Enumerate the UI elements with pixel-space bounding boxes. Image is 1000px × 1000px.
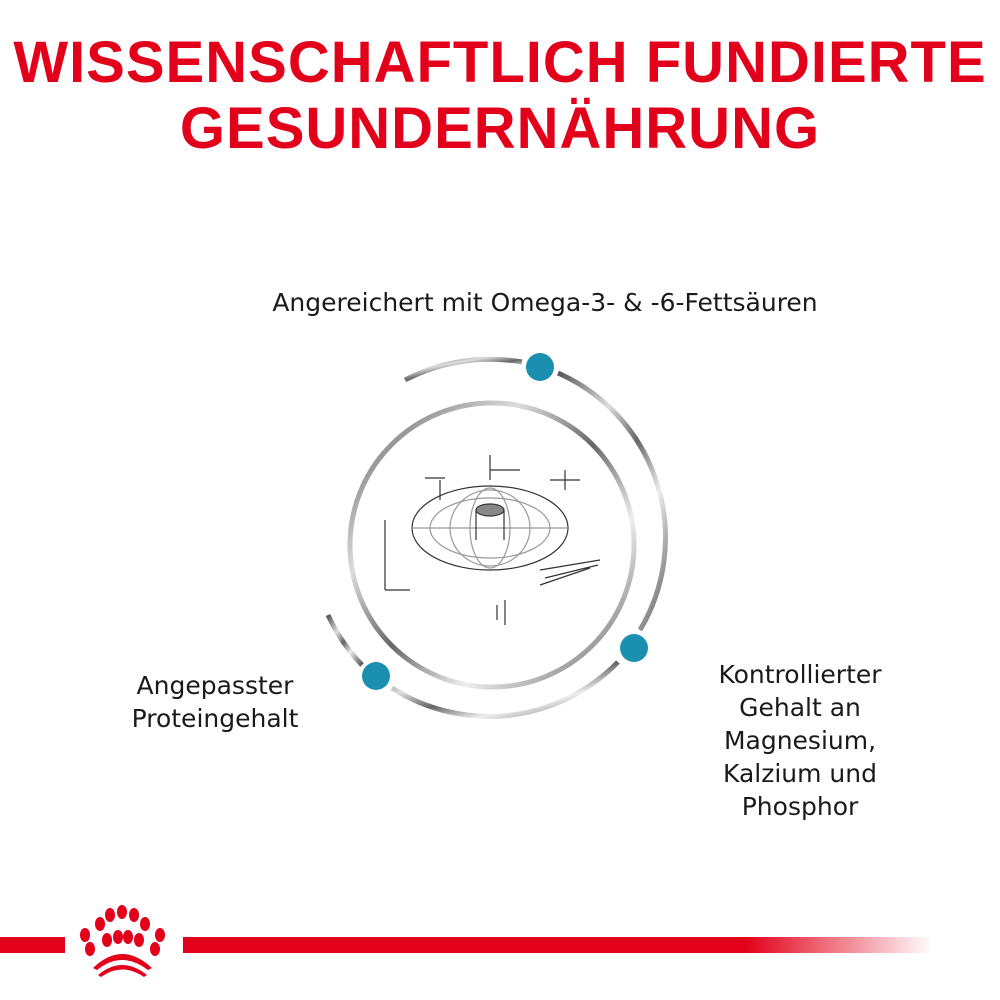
feature-minerals-line: Phosphor xyxy=(741,792,859,821)
feature-minerals-line: Kontrollierter xyxy=(718,660,882,689)
feature-protein-line: Proteingehalt xyxy=(131,704,299,733)
inner-ring xyxy=(347,400,637,690)
feature-minerals-line: Magnesium, xyxy=(723,726,877,755)
title-line-2: GESUNDERNÄHRUNG xyxy=(179,96,821,161)
dot-left xyxy=(362,662,390,690)
title-line-1: WISSENSCHAFTLICH FUNDIERTE xyxy=(13,30,987,95)
feature-minerals: Kontrollierter Gehalt an Magnesium, Kalz… xyxy=(680,658,920,823)
brand-bar-left xyxy=(0,937,65,953)
feature-protein-line: Angepasster xyxy=(136,671,294,700)
dot-right xyxy=(620,634,648,662)
outer-arc-right xyxy=(556,370,668,632)
kibble-sketch-icon xyxy=(384,455,601,625)
feature-minerals-line: Kalzium und xyxy=(723,759,877,788)
page-title: WISSENSCHAFTLICH FUNDIERTE GESUNDERNÄHRU… xyxy=(0,30,1000,162)
dot-top xyxy=(526,353,554,381)
feature-minerals-line: Gehalt an xyxy=(739,693,861,722)
feature-omega: Angereichert mit Omega-3- & -6-Fettsäure… xyxy=(272,288,818,317)
royal-canin-crown-logo xyxy=(80,905,165,977)
outer-arc-bottom-left xyxy=(325,613,364,667)
outer-arc-top xyxy=(403,356,523,383)
feature-protein: Angepasster Proteingehalt xyxy=(100,669,330,735)
outer-arc-bottom xyxy=(390,660,620,719)
brand-bar-right xyxy=(183,937,933,953)
